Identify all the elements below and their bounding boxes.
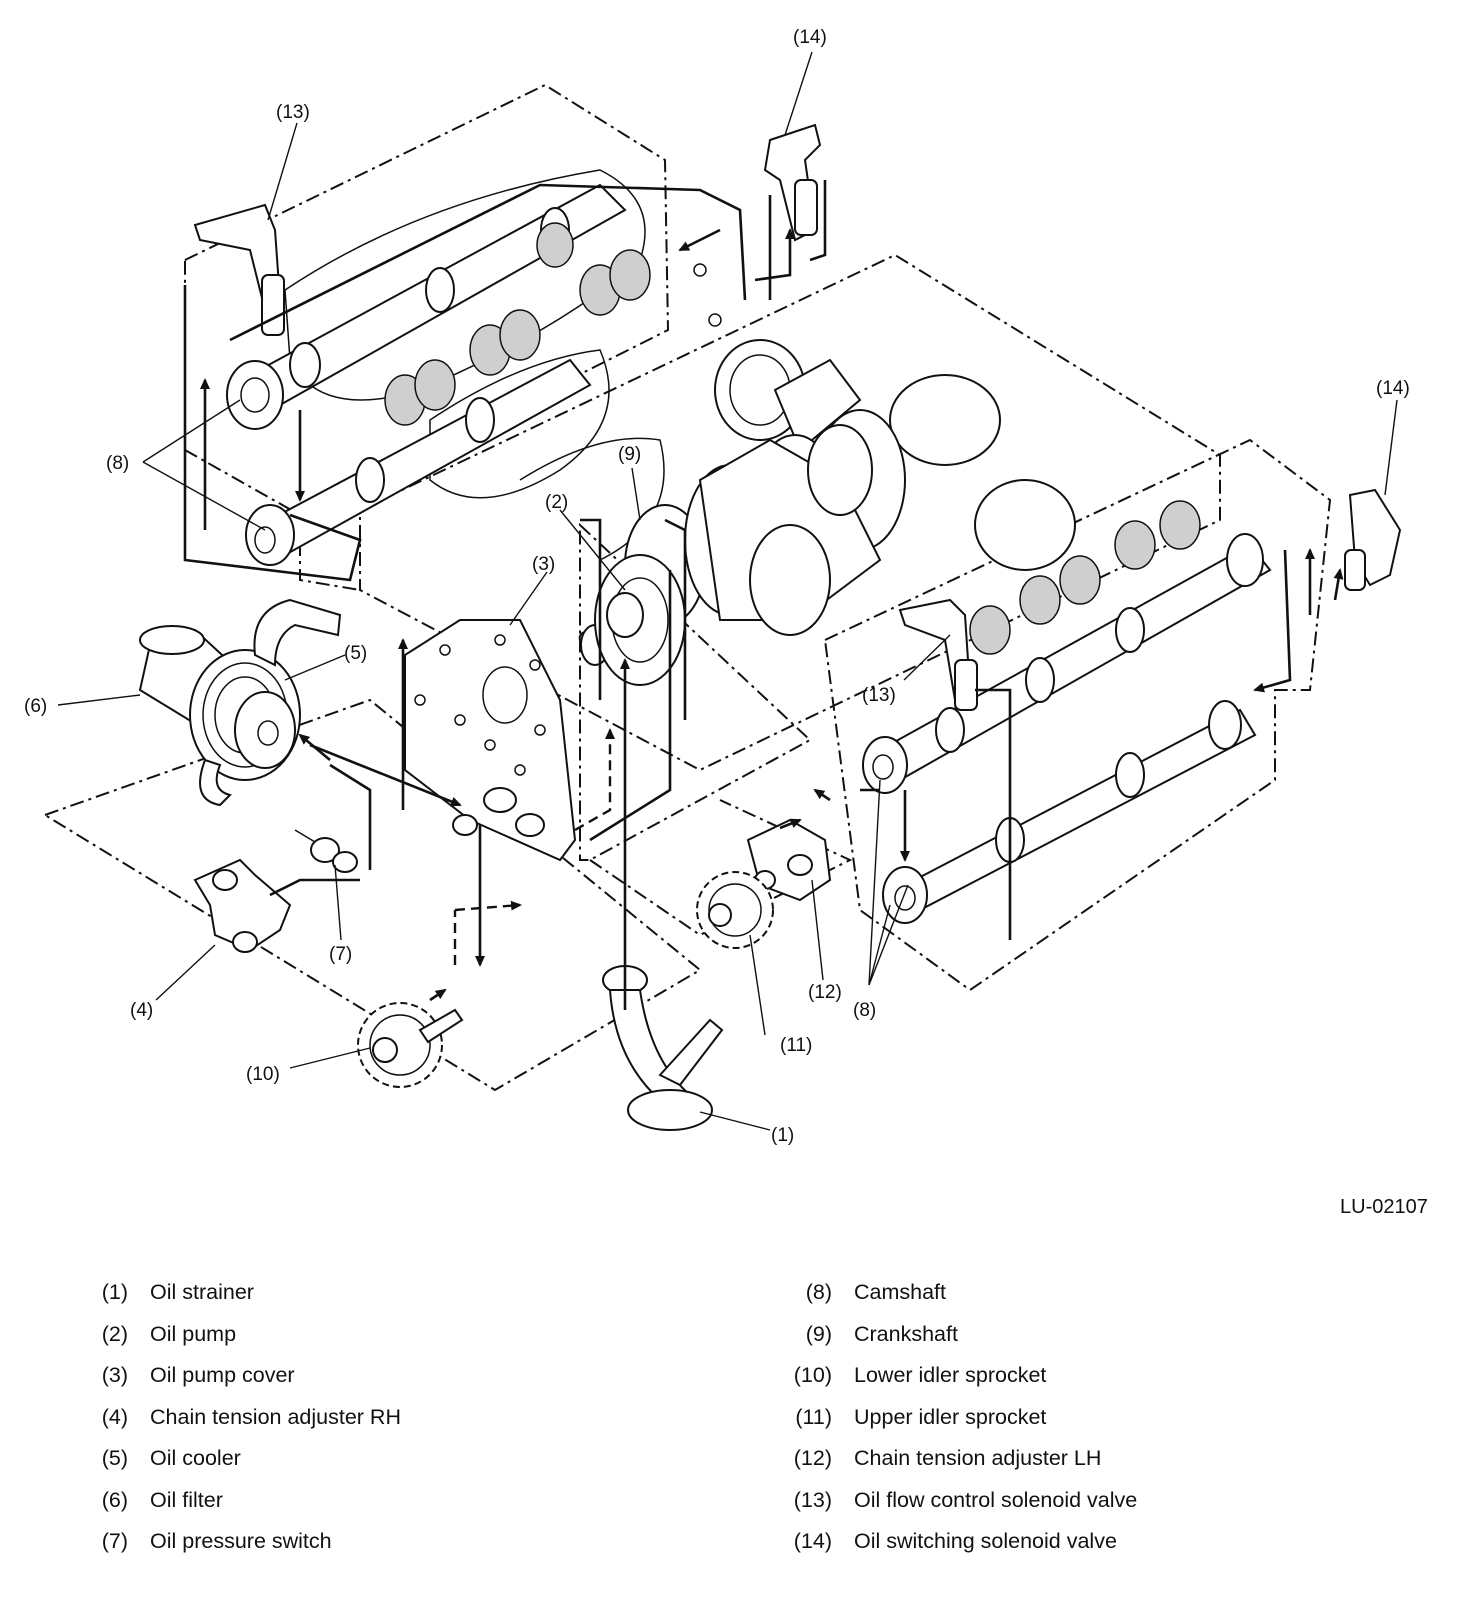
callout-11: (11): [780, 1035, 812, 1056]
oil-pump: [594, 554, 686, 686]
leader-lines: [57, 51, 1398, 1131]
callout-3: (3): [532, 554, 555, 575]
legend-item: (2) Oil pump: [74, 1314, 401, 1356]
callout-labels: (1) (2) (3) (4) (5) (6) (7) (8) (8) (9) …: [24, 27, 1410, 1146]
oil-flow-paths: [183, 180, 1344, 1010]
legend-item: (3) Oil pump cover: [74, 1355, 401, 1397]
legend-item: (11) Upper idler sprocket: [778, 1397, 1137, 1439]
legend-item: (7) Oil pressure switch: [74, 1521, 401, 1563]
oil-pressure-switch: [294, 829, 358, 873]
oil-flow-control-solenoid-valve-rh: [898, 598, 978, 711]
legend-number: (5): [101, 1446, 128, 1470]
oil-cooler: [189, 598, 342, 807]
legend-label: Oil cooler: [150, 1446, 241, 1470]
legend-number: (7): [101, 1529, 128, 1553]
legend-item: (8) Camshaft: [778, 1272, 1137, 1314]
lh-valve-lifters: [384, 222, 651, 426]
legend-number: (9): [805, 1321, 832, 1346]
legend-number: (12): [793, 1446, 832, 1470]
legend-label: Chain tension adjuster LH: [854, 1446, 1102, 1470]
legend-number: (11): [795, 1404, 832, 1429]
camshaft-lh-upper: [226, 183, 627, 430]
legend-label: Upper idler sprocket: [854, 1404, 1047, 1429]
chain-tension-adjuster-rh: [193, 858, 292, 953]
cylinder-head-rh-outline: [823, 438, 1332, 992]
callout-4: (4): [130, 1000, 153, 1021]
legend-item: (10) Lower idler sprocket: [778, 1355, 1137, 1397]
legend-label: Oil switching solenoid valve: [854, 1529, 1117, 1553]
legend-right-column: (8) Camshaft (9) Crankshaft (10) Lower idle…: [778, 1272, 1137, 1563]
oil-flow-control-solenoid-valve-lh: [193, 203, 285, 336]
legend-label: Chain tension adjuster RH: [150, 1404, 401, 1429]
callout-10: (10): [246, 1064, 280, 1085]
legend-number: (10): [793, 1363, 832, 1387]
legend-number: (1): [101, 1280, 128, 1304]
legend-item: (1) Oil strainer: [74, 1272, 401, 1314]
legend-left-column: (1) Oil strainer (2) Oil pump (3) Oil pump …: [74, 1272, 401, 1563]
oil-pump-cover: [404, 619, 577, 862]
legend-number: (13): [793, 1487, 832, 1512]
legend-item: (5) Oil cooler: [74, 1438, 401, 1480]
legend-label: Oil pump: [150, 1321, 237, 1346]
legend-number: (4): [101, 1404, 128, 1429]
oil-switching-solenoid-valve-lh: [763, 123, 822, 242]
callout-1: (1): [771, 1125, 794, 1146]
callout-7: (7): [329, 944, 352, 965]
lower-idler-sprocket: [357, 1002, 464, 1088]
upper-idler-sprocket: [696, 871, 774, 949]
legend-item: (4) Chain tension adjuster RH: [74, 1397, 401, 1439]
callout-8-lh: (8): [106, 453, 129, 474]
callout-5: (5): [344, 643, 367, 664]
legend-item: (14) Oil switching solenoid valve: [778, 1521, 1137, 1563]
callout-14-lh: (14): [793, 27, 827, 48]
oil-switching-solenoid-valve-rh: [1344, 488, 1402, 591]
legend-item: (12) Chain tension adjuster LH: [778, 1438, 1137, 1480]
legend-label: Oil pressure switch: [150, 1529, 332, 1553]
engine-block-outline: [359, 253, 1221, 772]
callout-2: (2): [545, 492, 568, 513]
legend-label: Lower idler sprocket: [854, 1363, 1047, 1387]
rh-valve-lifters: [969, 500, 1201, 655]
legend-label: Camshaft: [854, 1280, 947, 1304]
legend-number: (8): [805, 1280, 832, 1304]
callout-12: (12): [808, 982, 842, 1003]
legend-number: (6): [101, 1487, 128, 1512]
legend-number: (14): [793, 1529, 832, 1553]
callout-14-rh: (14): [1376, 378, 1410, 399]
legend-item: (9) Crankshaft: [778, 1314, 1137, 1356]
legend-label: Oil pump cover: [150, 1363, 295, 1387]
legend-label: Oil strainer: [150, 1280, 254, 1304]
legend-number: (2): [101, 1321, 128, 1346]
legend-label: Crankshaft: [854, 1321, 958, 1346]
callout-13-rh: (13): [862, 685, 896, 706]
legend-item: (13) Oil flow control solenoid valve: [778, 1480, 1137, 1522]
legend-item: (6) Oil filter: [74, 1480, 401, 1522]
callout-6: (6): [24, 696, 47, 717]
oil-strainer: [602, 965, 724, 1131]
callout-13-lh: (13): [276, 102, 310, 123]
legend-label: Oil flow control solenoid valve: [854, 1487, 1138, 1512]
callout-8-rh: (8): [853, 1000, 876, 1021]
legend-label: Oil filter: [150, 1487, 223, 1512]
callout-9: (9): [618, 444, 641, 465]
oil-circuit-diagram: (1) (2) (3) (4) (5) (6) (7) (8) (8) (9) …: [24, 27, 1410, 1146]
figure-code: LU-02107: [1340, 1196, 1428, 1218]
legend-number: (3): [101, 1363, 128, 1387]
camshaft-lh-lower: [245, 358, 592, 566]
camshaft-rh-upper: [862, 533, 1272, 794]
